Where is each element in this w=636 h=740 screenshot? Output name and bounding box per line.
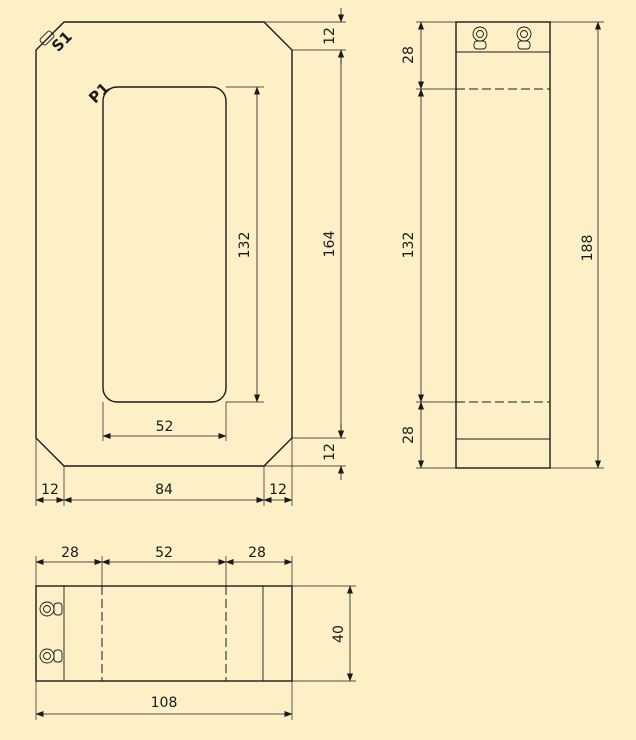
terminal-stud-icon [39, 30, 55, 46]
terminal-nut-icon [472, 26, 488, 50]
front-outline [35, 21, 293, 467]
dim-window-width: 52 [156, 419, 174, 435]
terminal-nut-icon [516, 26, 532, 50]
dim-bottom-right: 28 [248, 545, 266, 561]
front-window [102, 86, 227, 403]
dim-depth: 40 [331, 625, 347, 643]
dim-side-overall: 188 [580, 235, 596, 262]
dim-window-height: 132 [237, 232, 253, 259]
dim-width: 84 [155, 482, 173, 498]
dim-overall-height: 164 [322, 231, 338, 258]
terminal-nut-icon [39, 601, 63, 617]
dim-overall-width: 108 [151, 695, 178, 711]
bottom-outline [35, 585, 293, 682]
dim-side-middle: 132 [401, 232, 417, 259]
side-view: 28 132 28 188 [401, 21, 604, 469]
dim-right-margin: 12 [269, 482, 287, 498]
dim-top-chamfer: 12 [322, 27, 338, 45]
bottom-view: 28 52 28 40 108 [35, 545, 356, 720]
dim-bottom-chamfer: 12 [322, 443, 338, 461]
terminal-s1-label: S1 [48, 28, 76, 56]
terminal-nut-icon [39, 648, 63, 664]
dim-left-margin: 12 [41, 482, 59, 498]
dim-bottom-left: 28 [61, 545, 79, 561]
window-p1-label: P1 [85, 79, 113, 107]
front-view: S1 P1 12 132 164 12 52 [35, 8, 346, 506]
dim-bottom-middle: 52 [155, 545, 173, 561]
side-outline [455, 21, 551, 469]
dim-side-top: 28 [401, 46, 417, 64]
dim-side-bottom: 28 [401, 426, 417, 444]
